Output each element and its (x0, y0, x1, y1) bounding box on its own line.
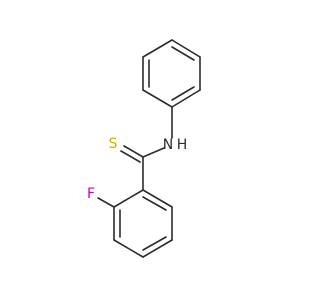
aromatic-bond (142, 236, 167, 251)
aromatic-bond (142, 196, 167, 211)
nitrogen-hydrogen-label: H (177, 137, 188, 153)
chemical-structure: S N H F (87, 39, 201, 258)
aromatic-bond (171, 86, 195, 101)
bond-c-s (123, 145, 144, 158)
fluorine-atom-label: F (87, 186, 95, 202)
bond-n-c (142, 147, 165, 158)
aromatic-bond (171, 46, 195, 61)
bond (142, 89, 173, 108)
phenyl-ring (142, 39, 201, 108)
sulfur-atom-label: S (109, 136, 118, 152)
nitrogen-atom-label: N (163, 137, 173, 153)
structure-canvas: S N H F (87, 39, 201, 258)
fluorophenyl-ring (113, 189, 173, 258)
bond (142, 239, 173, 258)
bond (142, 39, 173, 58)
bond-ring-f (97, 197, 115, 208)
bond (142, 189, 173, 208)
bond (113, 239, 144, 258)
bond (171, 39, 201, 58)
bond (113, 189, 144, 208)
bond (171, 89, 201, 108)
bond-c-s (120, 150, 141, 163)
